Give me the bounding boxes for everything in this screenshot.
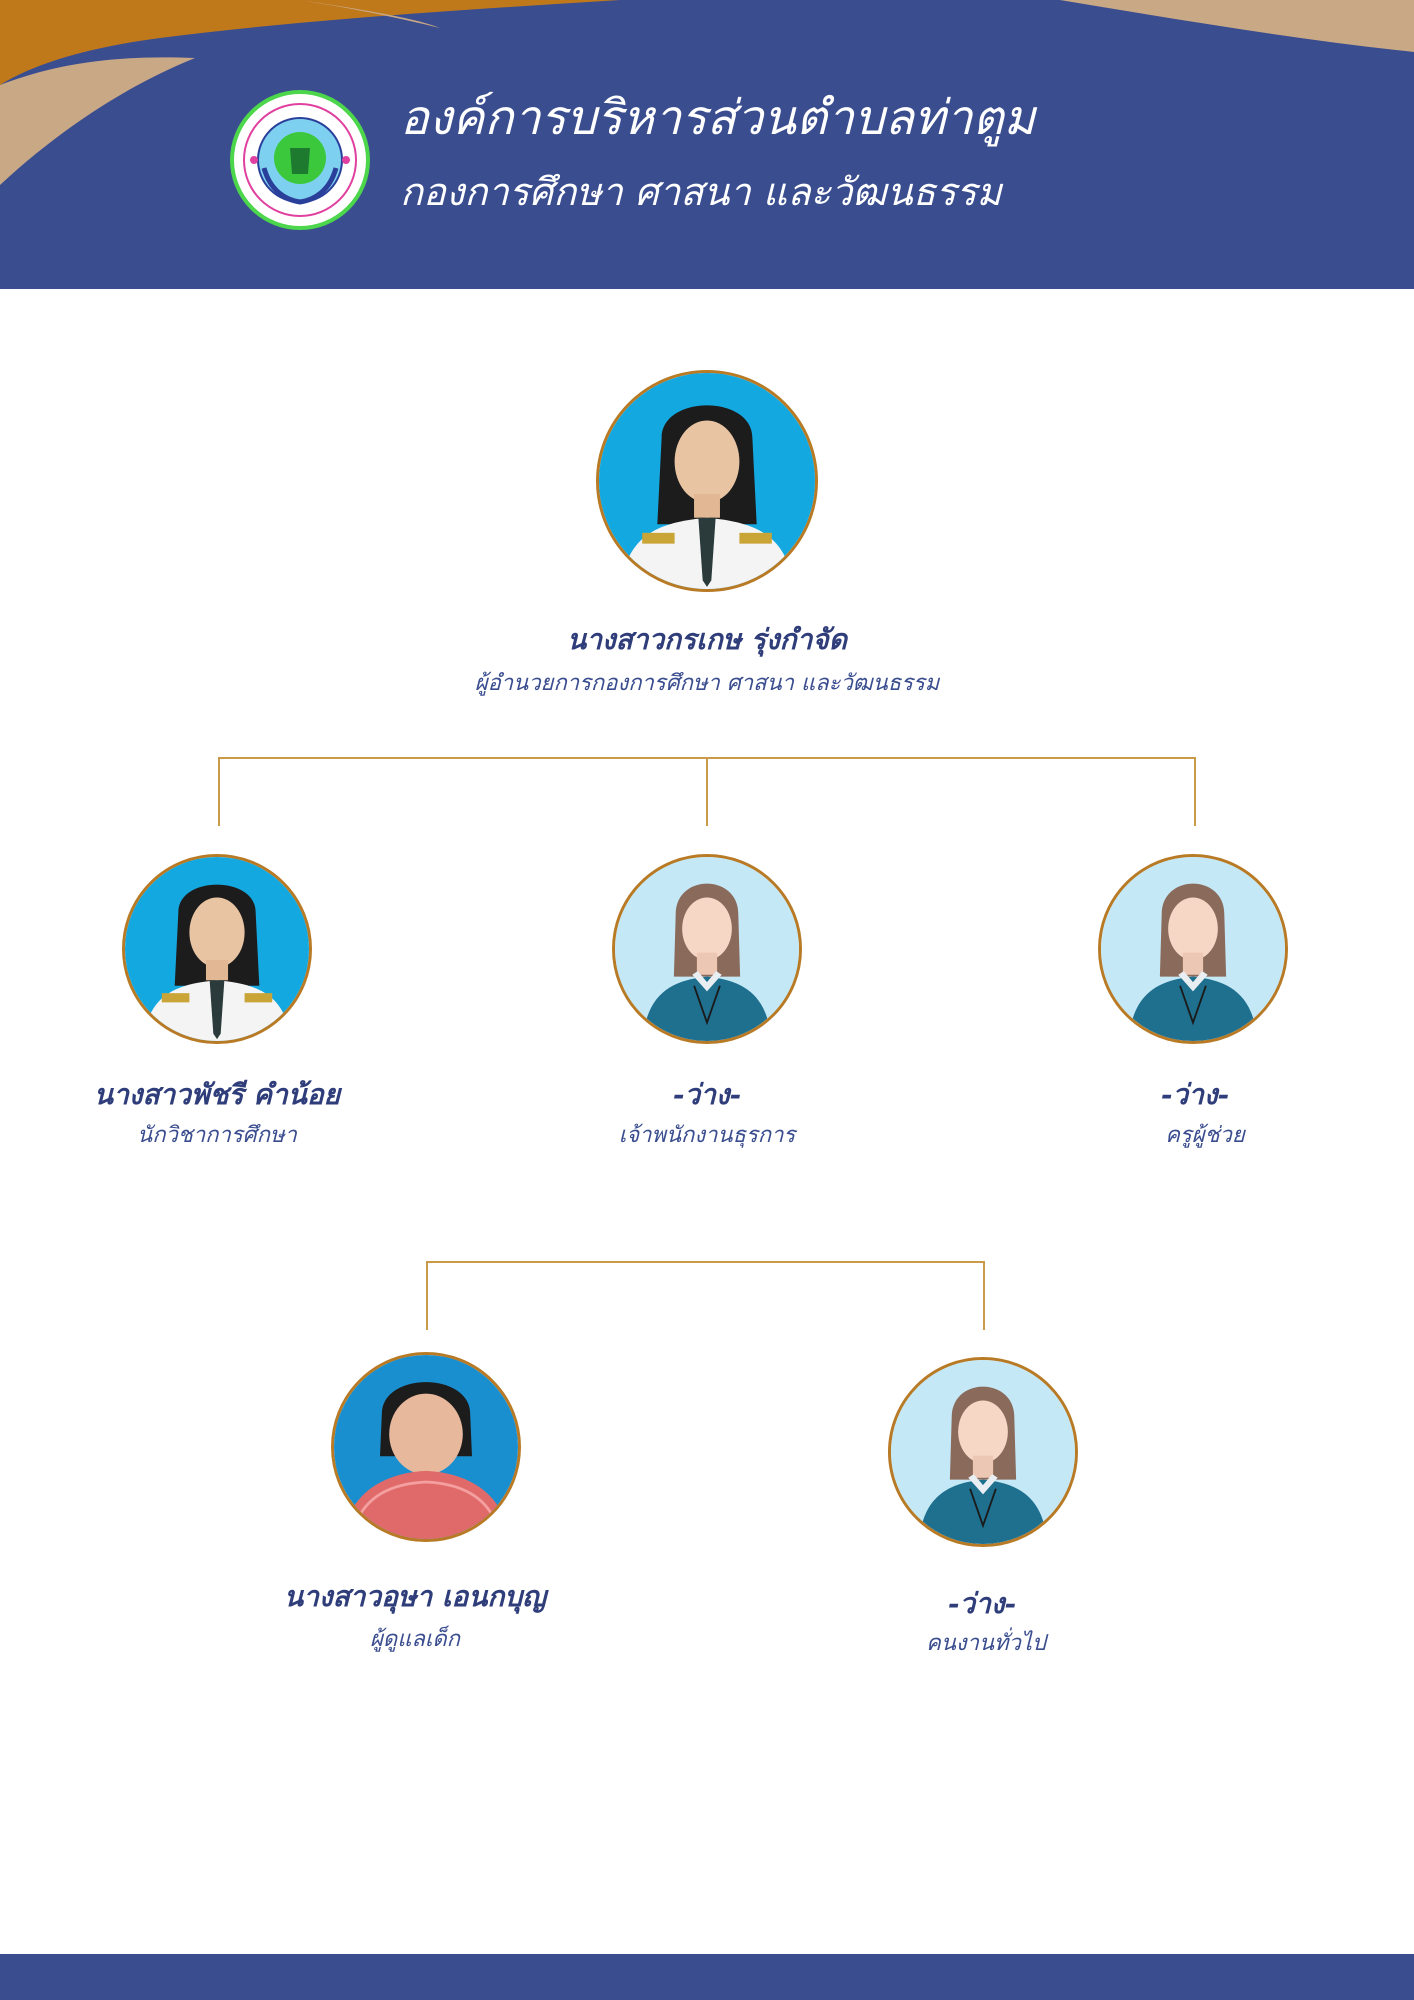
- footer-bar: [0, 1954, 1414, 2000]
- director-photo: [596, 370, 818, 592]
- header-subtitle: กองการศึกษา ศาสนา และวัฒนธรรม: [400, 170, 1002, 214]
- staff-name-education-officer: นางสาวพัชรี คำน้อย: [93, 1078, 341, 1111]
- staff-photo-clerk-vacant: [612, 854, 802, 1044]
- organization-logo: [230, 90, 370, 230]
- director-name: นางสาวกรเกษ รุ่งกำจัด: [567, 623, 847, 656]
- staff-photo-assistant-teacher-vacant: [1098, 854, 1288, 1044]
- director-role: ผู้อำนวยการกองการศึกษา ศาสนา และวัฒนธรรม: [474, 671, 940, 696]
- staff-name-clerk-vacant: -ว่าง-: [672, 1078, 742, 1111]
- staff-name-assistant-teacher-vacant: -ว่าง-: [1160, 1078, 1230, 1111]
- staff-photo-education-officer: [122, 854, 312, 1044]
- staff-role-clerk: เจ้าพนักงานธุรการ: [618, 1123, 796, 1148]
- staff-photo-child-caregiver: [331, 1352, 521, 1542]
- staff-name-general-worker-vacant: -ว่าง-: [947, 1587, 1017, 1620]
- staff-name-child-caregiver: นางสาวอุษา เอนกบุญ: [284, 1580, 546, 1613]
- staff-role-child-caregiver: ผู้ดูแลเด็ก: [370, 1627, 460, 1652]
- header-banner: องค์การบริหารส่วนตำบลท่าตูม กองการศึกษา …: [0, 0, 1414, 289]
- header-wave-decoration: [0, 0, 1414, 185]
- staff-role-general-worker: คนงานทั่วไป: [926, 1631, 1046, 1656]
- staff-photo-general-worker-vacant: [888, 1357, 1078, 1547]
- staff-role-assistant-teacher: ครูผู้ช่วย: [1165, 1123, 1245, 1148]
- header-title: องค์การบริหารส่วนตำบลท่าตูม: [400, 90, 1036, 146]
- staff-role-education-officer: นักวิชาการศึกษา: [137, 1123, 297, 1148]
